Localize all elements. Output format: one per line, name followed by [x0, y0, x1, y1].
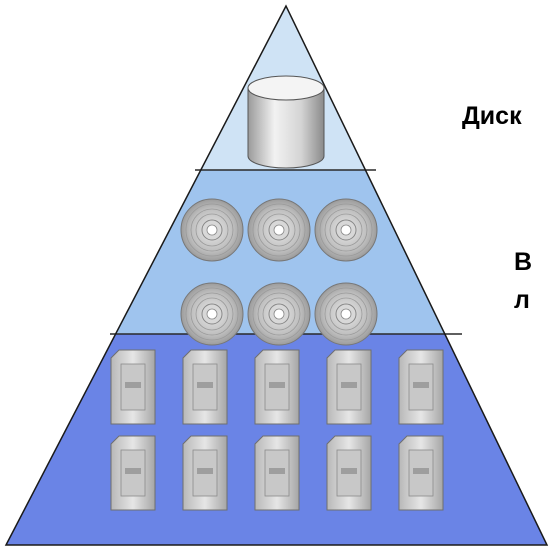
label-middle-tier-line2: л [514, 286, 530, 314]
pyramid-outline [4, 4, 549, 546]
disc-icon [247, 282, 311, 346]
label-middle-tier-line1: В [514, 248, 533, 276]
disc-group [180, 198, 378, 346]
tape-cartridge-icon [182, 435, 228, 511]
tape-cartridge-icon [326, 349, 372, 425]
tape-cartridge-icon [398, 435, 444, 511]
disc-icon [180, 198, 244, 262]
disc-icon [247, 198, 311, 262]
cartridge-group [110, 349, 444, 511]
disc-icon [314, 198, 378, 262]
tape-cartridge-icon [182, 349, 228, 425]
tape-cartridge-icon [254, 435, 300, 511]
tape-cartridge-icon [110, 435, 156, 511]
disc-icon [180, 282, 244, 346]
tape-cartridge-icon [326, 435, 372, 511]
tape-cartridge-icon [254, 349, 300, 425]
tape-cartridge-icon [110, 349, 156, 425]
tape-cartridge-icon [398, 349, 444, 425]
disc-icon [314, 282, 378, 346]
database-cylinder-icon [247, 75, 325, 169]
label-top-tier: Диск [462, 102, 522, 130]
